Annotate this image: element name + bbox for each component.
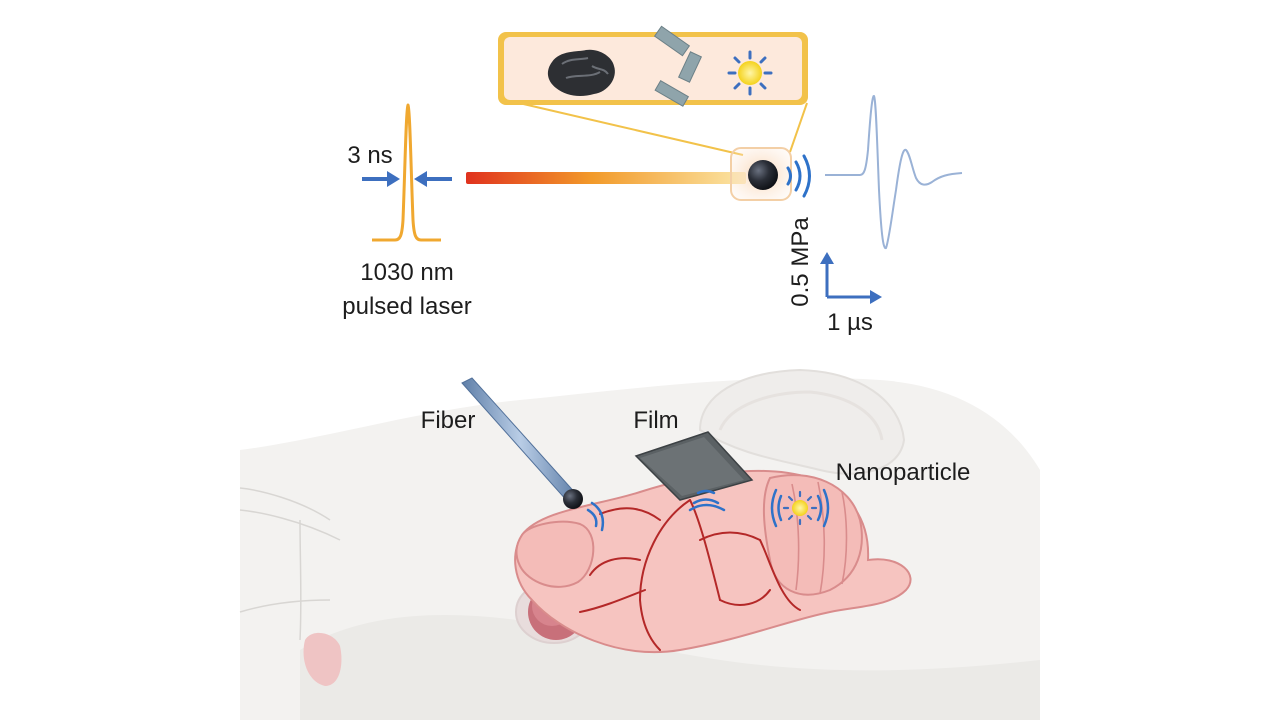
nanoparticle-sun-icon: [729, 52, 771, 94]
laser-wavelength-label: 1030 nm: [360, 259, 453, 286]
laser-pulse: [372, 105, 441, 240]
pressure-scale-label: 0.5 MPa: [787, 217, 814, 307]
photoacoustic-waveform: [825, 96, 962, 248]
brain-nanoparticle-icon: [784, 492, 816, 524]
scale-bar: [820, 252, 882, 304]
laser-type-label: pulsed laser: [342, 293, 471, 320]
inset-box: [498, 32, 808, 155]
target-particle: [731, 148, 791, 200]
black-particle-icon: [548, 50, 615, 96]
pulse-width-arrows: [362, 171, 452, 187]
time-scale-label: 1 µs: [827, 309, 873, 336]
film-label: Film: [633, 407, 678, 434]
nanoparticle-label: Nanoparticle: [836, 459, 971, 486]
pulse-width-label: 3 ns: [347, 142, 392, 169]
laser-beam: [466, 172, 746, 184]
fiber-label: Fiber: [421, 407, 476, 434]
